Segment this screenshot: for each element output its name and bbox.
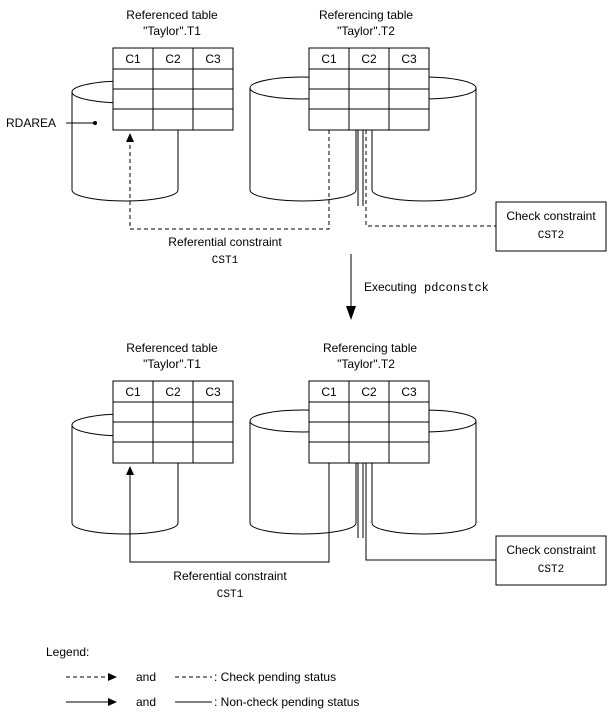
referenced-table-grid-after: C1 C2 C3	[112, 380, 234, 464]
column-header: C2	[165, 52, 181, 66]
legend-and-word: and	[136, 670, 156, 684]
referential-constraint-arrowhead-before	[126, 133, 134, 142]
column-header: C3	[205, 385, 221, 399]
check-constraint-connector-before	[365, 130, 496, 227]
column-header: C2	[165, 385, 181, 399]
referential-constraint-name: CST1	[212, 255, 239, 267]
column-header: C2	[361, 52, 377, 66]
legend: Legend: and : Check pending status and :…	[46, 645, 359, 709]
referencing-table-heading: Referencing table	[323, 341, 417, 355]
referential-constraint-connector-after	[129, 463, 330, 563]
referenced-table-name: "Taylor".T1	[143, 357, 201, 371]
referenced-table-heading: Referenced table	[126, 341, 218, 355]
referencing-table-name: "Taylor".T2	[337, 24, 395, 38]
referential-constraint-label: Referential constraint	[173, 569, 287, 583]
before-section: C1 C2 C3 C1 C2 C3 Referenced table "Tayl…	[6, 8, 607, 267]
check-constraint-connector-after	[365, 463, 496, 561]
execution-label: Executing pdconstck	[364, 280, 489, 295]
rdarea-pointer-dot	[93, 121, 97, 125]
referenced-table-grid-before: C1 C2 C3	[112, 47, 234, 131]
legend-and-word: and	[136, 695, 156, 709]
column-header: C1	[125, 385, 141, 399]
referencing-table-grid-before: C1 C2 C3	[308, 47, 430, 131]
check-constraint-name: CST2	[538, 230, 564, 242]
referenced-table-name: "Taylor".T1	[143, 24, 201, 38]
column-header: C1	[321, 385, 337, 399]
legend-title: Legend:	[46, 645, 89, 659]
legend-non-check-pending-text: : Non-check pending status	[214, 695, 359, 709]
rdarea-label: RDAREA	[6, 116, 56, 130]
referential-constraint-connector-before	[129, 130, 330, 230]
after-section: C1 C2 C3 C1 C2 C3 Referenced table "Tayl…	[71, 341, 607, 601]
check-constraint-label: Check constraint	[506, 543, 596, 557]
check-constraint-label: Check constraint	[506, 209, 596, 223]
column-header: C1	[125, 52, 141, 66]
column-header: C2	[361, 385, 377, 399]
check-constraint-name: CST2	[538, 564, 564, 576]
column-header: C3	[401, 385, 417, 399]
legend-dashed-arrowhead	[108, 673, 117, 681]
referential-constraint-arrowhead-after	[126, 466, 134, 475]
check-constraint-box-before	[495, 201, 607, 252]
check-constraint-box-after	[495, 535, 607, 586]
referenced-table-heading: Referenced table	[126, 8, 218, 22]
execution-step: Executing pdconstck	[346, 254, 489, 320]
execution-arrowhead	[346, 306, 356, 320]
referencing-table-grid-after: C1 C2 C3	[308, 380, 430, 464]
referential-constraint-name: CST1	[217, 589, 244, 601]
legend-solid-arrowhead	[108, 698, 117, 706]
column-header: C3	[205, 52, 221, 66]
column-header: C1	[321, 52, 337, 66]
column-header: C3	[401, 52, 417, 66]
referential-constraint-label: Referential constraint	[168, 235, 282, 249]
referencing-table-name: "Taylor".T2	[337, 357, 395, 371]
referencing-table-heading: Referencing table	[319, 8, 413, 22]
legend-check-pending-text: : Check pending status	[214, 670, 336, 684]
